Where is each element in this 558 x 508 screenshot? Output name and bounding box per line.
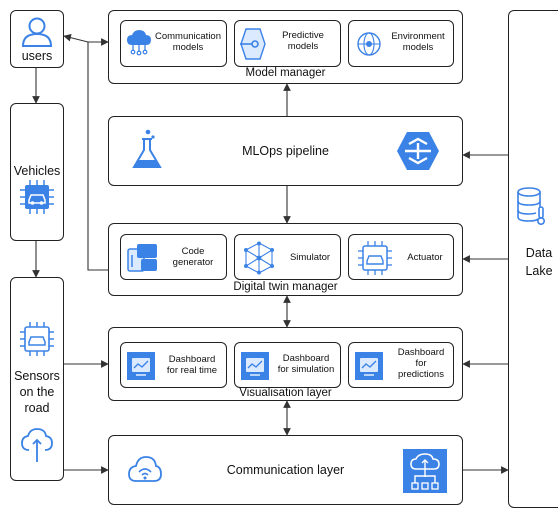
code-generator-label: Code generator (159, 246, 227, 268)
communication-box: Communication layer (108, 435, 463, 505)
dashboard-realtime-card: Dashboard for real time (120, 342, 227, 388)
cloud-wifi-icon (128, 456, 162, 482)
communication-models-line1: Communication (155, 31, 221, 42)
users-label: users (21, 49, 53, 63)
dashboard-predictions-line2: for (415, 358, 427, 369)
dashboard-simulation-label: Dashboard for simulation (271, 353, 341, 375)
code-generator-line2: generator (172, 257, 214, 268)
dashboard-realtime-label: Dashboard for real time (157, 354, 227, 376)
ai-brain-icon (397, 132, 439, 170)
code-generator-icon (127, 244, 157, 272)
data-lake-box: Data Lake (508, 10, 558, 508)
environment-models-label: Environment models (383, 31, 453, 53)
data-lake-line1: Data (525, 246, 553, 260)
predictive-models-card: Predictive models (234, 20, 341, 67)
dashboard-simulation-line1: Dashboard (282, 353, 330, 364)
actuator-label: Actuator (407, 252, 443, 263)
visualisation-title: Visualisation layer (239, 387, 332, 399)
dashboard-simulation-card: Dashboard for simulation (234, 342, 341, 388)
sensors-label-line1: Sensors (14, 369, 60, 383)
environment-models-line2: models (402, 42, 434, 53)
communication-models-card: Communication models (120, 20, 227, 67)
vehicles-label: Vehicles (13, 164, 61, 178)
model-manager-box: Communication models Predictive models E… (108, 10, 463, 84)
communication-models-label: Communication models (151, 31, 225, 53)
environment-models-card: Environment models (348, 20, 454, 67)
dashboard-realtime-line2: for real time (166, 365, 218, 376)
cloud-network-icon (127, 30, 151, 56)
dashboard-predictions-label: Dashboard for predictions (389, 347, 453, 380)
data-lake-label: Data Lake (509, 244, 558, 280)
predictive-models-label: Predictive models (267, 30, 339, 52)
sensors-label-line2: on the (19, 385, 55, 399)
simulator-card: Simulator (234, 234, 341, 280)
sensors-label: Sensors on the road (11, 368, 63, 416)
data-lake-line2: Lake (525, 264, 553, 278)
cloud-distribution-icon (403, 449, 447, 493)
sensor-chip-icon (20, 322, 54, 356)
mlops-box: MLOps pipeline (108, 116, 463, 186)
dashboard-simulation-line2: for simulation (277, 364, 335, 375)
code-generator-card: Code generator (120, 234, 227, 280)
predictive-model-icon (240, 28, 266, 60)
sensors-label-line3: road (24, 401, 50, 415)
user-icon (21, 17, 53, 47)
dashboard-realtime-line1: Dashboard (168, 354, 216, 365)
users-box: users (10, 10, 64, 68)
sensors-box: Sensors on the road (10, 277, 64, 481)
vehicle-chip-icon (20, 180, 54, 214)
environment-model-icon (357, 32, 381, 56)
visualisation-box: Dashboard for real time Dashboard for si… (108, 327, 463, 401)
dashboard-predictions-line1: Dashboard (397, 347, 445, 358)
predictive-models-line2: models (287, 41, 319, 52)
environment-models-line1: Environment (391, 31, 445, 42)
actuator-card: Actuator (348, 234, 454, 280)
simulator-label: Simulator (289, 252, 331, 263)
database-icon (517, 187, 545, 225)
digital-twin-box: Code generator Simulator Actuator Digita… (108, 223, 463, 296)
predictive-models-line1: Predictive (282, 30, 324, 41)
code-generator-line1: Code (181, 246, 205, 257)
vehicles-box: Vehicles (10, 103, 64, 241)
model-manager-title: Model manager (245, 67, 326, 79)
digital-twin-title: Digital twin manager (233, 281, 338, 293)
dashboard-icon (127, 352, 155, 380)
communication-models-line2: models (172, 42, 204, 53)
actuator-chip-icon (358, 241, 392, 275)
communication-title: Communication layer (226, 463, 345, 477)
flask-icon (132, 129, 162, 168)
dashboard-predictions-card: Dashboard for predictions (348, 342, 454, 388)
mlops-title: MLOps pipeline (242, 144, 329, 158)
simulator-network-icon (244, 241, 274, 275)
dashboard-predictions-line3: predictions (398, 369, 444, 380)
cloud-upload-icon (21, 428, 53, 462)
dashboard-icon (355, 352, 383, 380)
dashboard-icon (241, 352, 269, 380)
